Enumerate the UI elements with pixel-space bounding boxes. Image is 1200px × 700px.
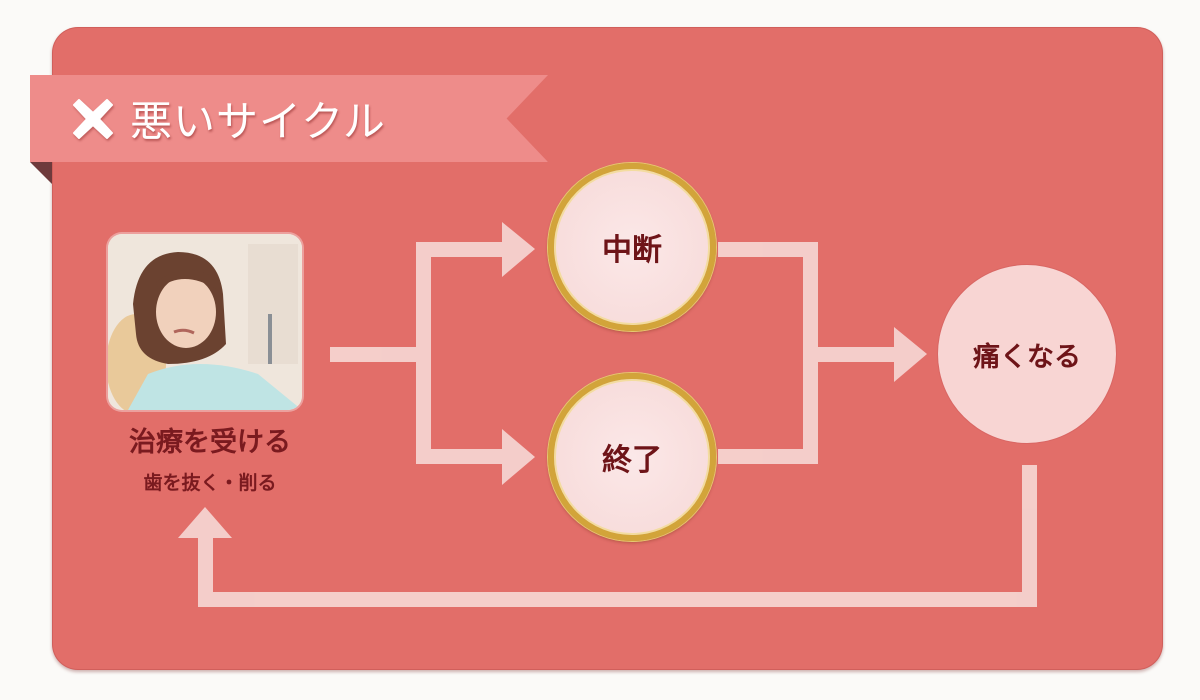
node-pain-label: 痛くなる (973, 341, 1081, 373)
start-label: 治療を受ける (129, 427, 291, 458)
title-ribbon (30, 75, 548, 162)
node-pain: 痛くなる (938, 265, 1116, 443)
node-finish: 終了 (548, 373, 716, 541)
node-finish-label: 終了 (602, 443, 662, 478)
node-interrupt: 中断 (548, 163, 716, 331)
start-sublabel: 歯を抜く・削る (143, 472, 277, 494)
patient-photo (108, 234, 302, 410)
x-mark-icon (70, 96, 116, 142)
cycle-title: 悪いサイクル (130, 97, 386, 146)
node-interrupt-label: 中断 (602, 233, 662, 268)
ribbon-content: 悪いサイクル (30, 75, 386, 162)
ribbon-fold (30, 162, 52, 184)
